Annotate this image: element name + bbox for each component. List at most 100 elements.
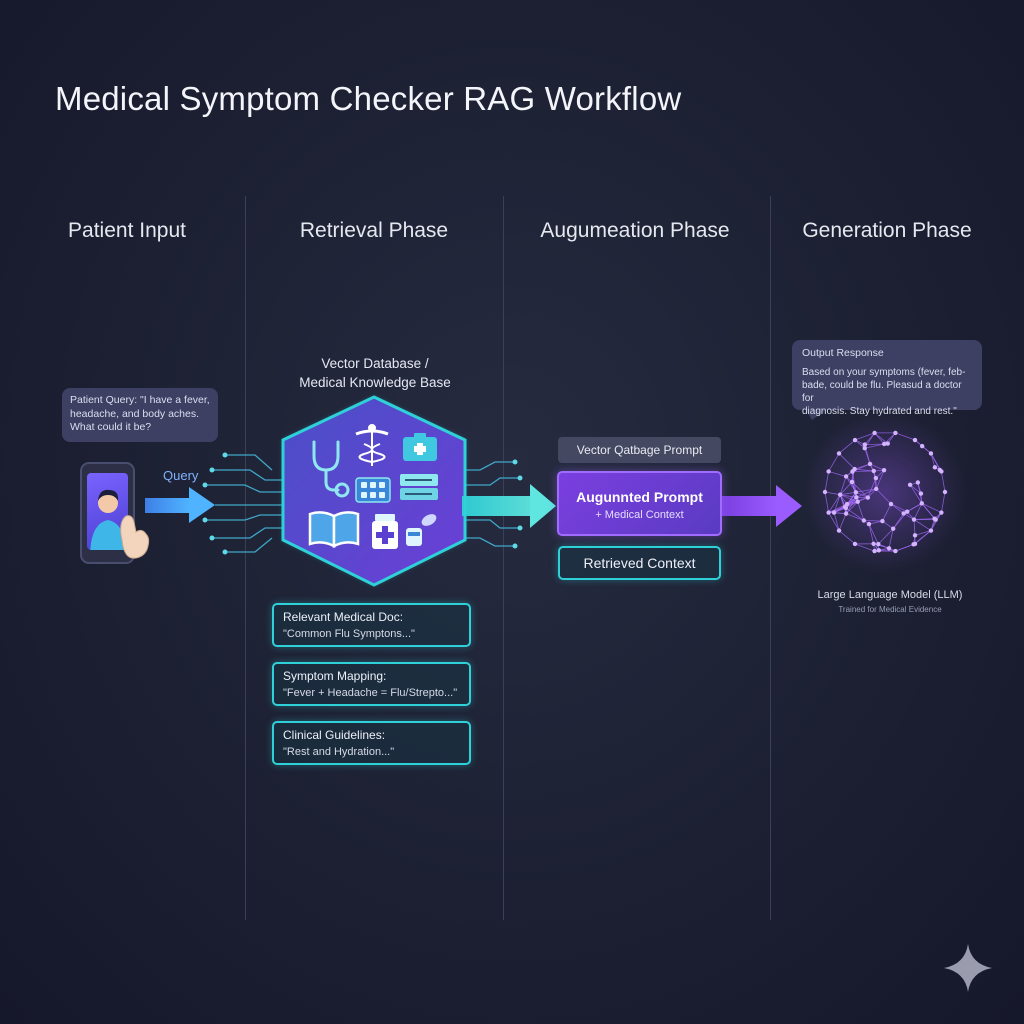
- patient-query-line: Patient Query: "I have a fever,: [70, 394, 210, 406]
- augmented-prompt-box: Augunnted Prompt + Medical Context: [557, 471, 722, 536]
- retrieved-doc-card: Clinical Guidelines: "Rest and Hydration…: [272, 721, 471, 765]
- network-node: [918, 491, 924, 496]
- network-edge: [840, 494, 857, 498]
- network-node: [888, 501, 894, 507]
- output-response-bubble: Output Response Based on your symptoms (…: [792, 340, 982, 417]
- network-edge: [909, 484, 922, 494]
- network-edge: [839, 481, 853, 495]
- network-node: [939, 510, 944, 515]
- network-edge: [855, 488, 877, 493]
- db-label-line: Medical Knowledge Base: [299, 375, 451, 390]
- network-edge: [914, 530, 932, 545]
- network-edge: [868, 524, 875, 544]
- circuit-nodes-right: [512, 459, 523, 549]
- doc-snippet: "Rest and Hydration...": [283, 746, 395, 758]
- network-node: [831, 510, 837, 515]
- context-arrow: [462, 484, 556, 528]
- network-edge: [845, 501, 859, 514]
- network-edge: [845, 501, 858, 509]
- network-node: [873, 475, 879, 481]
- network-node: [904, 509, 910, 514]
- network-edge: [895, 432, 916, 441]
- page-title: Medical Symptom Checker RAG Workflow: [55, 80, 682, 117]
- book-icon: [308, 511, 360, 549]
- network-node: [843, 474, 849, 479]
- network-node: [836, 451, 842, 456]
- network-node: [885, 441, 890, 446]
- doc-snippet: "Common Flu Symptons...": [283, 628, 415, 640]
- retrieved-doc-card: Relevant Medical Doc: "Common Flu Sympto…: [272, 603, 471, 647]
- network-edge: [838, 530, 856, 545]
- network-edge: [875, 488, 892, 505]
- network-node: [881, 468, 887, 473]
- column-divider: [770, 196, 771, 920]
- network-node: [871, 468, 876, 474]
- network-node: [826, 510, 831, 515]
- network-node: [854, 495, 859, 500]
- network-node: [912, 533, 918, 538]
- caduceus-icon: [355, 424, 389, 466]
- output-response-line: Based on your symptoms (fever, feb-: [802, 367, 966, 378]
- llm-label: Large Language Model (LLM): [817, 589, 963, 601]
- circuit-nodes-left: [202, 452, 228, 555]
- network-node: [928, 451, 934, 456]
- network-edge: [878, 528, 894, 545]
- documents-icon: [400, 474, 438, 500]
- network-edge: [838, 439, 856, 454]
- network-node: [919, 501, 925, 506]
- column-heading-retrieval: Retrieval Phase: [299, 219, 449, 242]
- db-label-line: Vector Database /: [321, 356, 429, 371]
- network-node: [932, 465, 938, 470]
- network-edge: [852, 470, 874, 472]
- capsules-icon: [406, 514, 437, 546]
- network-edge: [940, 491, 946, 513]
- network-node: [893, 548, 898, 554]
- network-node: [901, 511, 906, 516]
- network-node: [855, 499, 860, 504]
- network-node: [915, 480, 921, 485]
- network-node: [849, 479, 855, 485]
- network-edge: [838, 513, 847, 531]
- output-response-line: bade, could be flu. Pleasud a doctor for: [802, 380, 962, 404]
- network-node: [912, 437, 918, 443]
- network-edge: [824, 471, 830, 493]
- network-edge: [839, 476, 847, 495]
- network-edge: [868, 523, 879, 545]
- network-node: [836, 528, 842, 533]
- prompt-arrow: [722, 485, 802, 527]
- network-edge: [890, 503, 908, 513]
- network-node: [871, 541, 876, 546]
- augmented-prompt-subtitle: + Medical Context: [595, 509, 684, 521]
- llm-network-sphere-icon: [803, 410, 967, 574]
- doc-snippet: "Fever + Headache = Flu/Strepto...": [283, 687, 458, 699]
- column-heading-patient-input: Patient Input: [68, 219, 186, 242]
- network-node: [874, 486, 879, 492]
- network-edge: [882, 503, 892, 522]
- network-edge: [824, 491, 830, 513]
- network-edge: [909, 484, 923, 504]
- network-edge: [828, 512, 840, 531]
- llm-subtitle: Trained for Medical Evidence: [838, 605, 942, 614]
- network-node: [876, 548, 882, 553]
- network-edge: [867, 477, 877, 498]
- network-edge: [863, 520, 883, 522]
- network-edge: [930, 453, 936, 468]
- network-node: [907, 482, 913, 488]
- network-edge: [913, 519, 916, 536]
- network-node: [876, 541, 881, 547]
- network-edge: [890, 503, 904, 514]
- network-edge: [828, 453, 840, 472]
- column-heading-generation: Generation Phase: [802, 219, 972, 242]
- network-node: [939, 469, 944, 474]
- network-node: [866, 521, 872, 527]
- network-edge: [851, 481, 857, 498]
- network-edge: [875, 470, 885, 490]
- network-edge: [874, 432, 885, 445]
- network-node: [822, 489, 828, 495]
- network-edge: [833, 512, 840, 531]
- network-edge: [864, 443, 885, 446]
- network-node: [844, 501, 850, 507]
- network-node: [826, 469, 831, 474]
- medicine-bottle-icon: [372, 514, 398, 549]
- network-edge: [851, 481, 869, 498]
